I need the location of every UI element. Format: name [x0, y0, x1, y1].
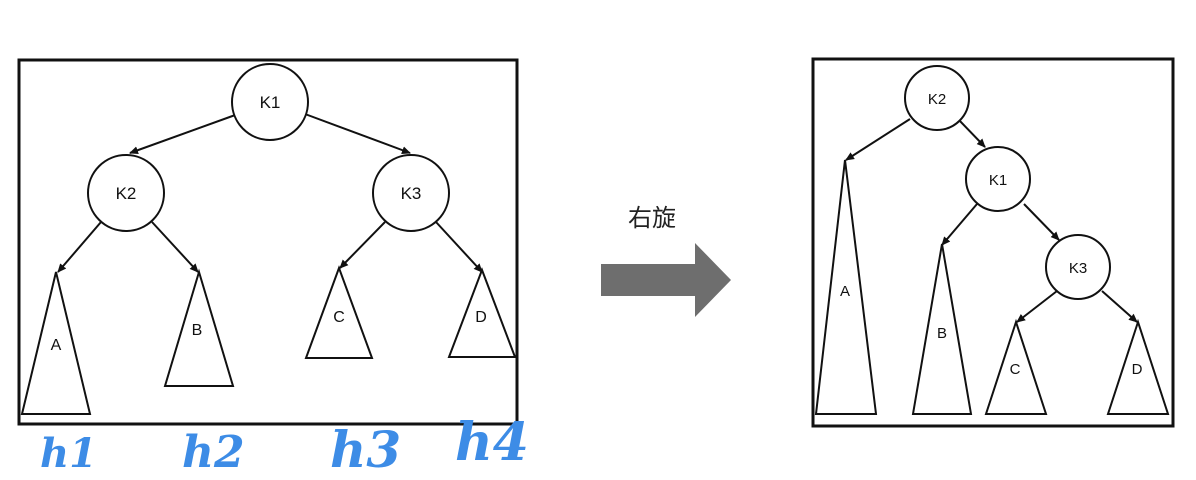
subtree-b-right-label: B [937, 325, 947, 342]
node-k2-label: K2 [116, 184, 137, 203]
right-frame [811, 57, 1175, 428]
node-k3: K3 [372, 154, 450, 232]
edge-k3-c [339, 221, 386, 269]
node-k1-right-label: K1 [989, 172, 1007, 189]
subtree-d-right: D [1106, 318, 1170, 415]
edge-k1-k2 [129, 113, 239, 155]
edge-k1-k3 [304, 113, 411, 154]
subtree-c-label: C [333, 309, 345, 326]
subtree-a-right-label: A [840, 283, 850, 300]
node-k3-right-label: K3 [1069, 260, 1087, 277]
edge-k2-a-right [845, 118, 911, 161]
node-k3-label: K3 [401, 184, 422, 203]
node-k3-right: K3 [1045, 234, 1111, 300]
subtree-d-label: D [475, 309, 487, 326]
node-k2-right: K2 [904, 65, 970, 131]
operation-label: 右旋 [628, 204, 676, 232]
node-k2-right-label: K2 [928, 91, 946, 108]
edge-k3-d-right [1101, 290, 1138, 323]
edge-k3-d [435, 221, 483, 273]
height-mark-h3: h3 [330, 420, 401, 479]
subtree-c-right-label: C [1010, 361, 1021, 378]
subtree-b-right: B [911, 243, 973, 415]
node-k1-right: K1 [965, 146, 1031, 212]
subtree-a: A [20, 271, 92, 415]
left-tree-panel: K1 K2 K3 A B C D h1 h2 h3 h4 [17, 58, 529, 479]
height-mark-h1: h1 [40, 430, 97, 477]
subtree-a-right: A [814, 159, 878, 415]
edge-k2-b [151, 221, 199, 273]
edge-k1-k3-right [1023, 203, 1060, 241]
left-frame [17, 58, 519, 426]
rotation-operation: 右旋 [601, 204, 731, 317]
edge-k2-k1-right [957, 118, 986, 148]
edge-k1-b-right [941, 203, 978, 246]
subtree-c: C [304, 265, 374, 359]
subtree-c-right: C [984, 318, 1048, 415]
subtree-d: D [447, 267, 517, 358]
edge-k2-a [57, 221, 102, 273]
node-k2: K2 [87, 154, 165, 232]
subtree-a-label: A [51, 337, 62, 354]
right-tree-panel: K2 K1 K3 A B C D [811, 57, 1175, 428]
subtree-d-right-label: D [1132, 361, 1143, 378]
node-k1: K1 [231, 63, 309, 141]
height-mark-h4: h4 [455, 412, 529, 473]
node-k1-label: K1 [260, 93, 281, 112]
right-arrow-icon [601, 243, 731, 317]
subtree-b: B [163, 268, 235, 387]
edge-k3-c-right [1016, 290, 1058, 323]
subtree-b-label: B [192, 322, 203, 339]
height-mark-h2: h2 [182, 427, 245, 478]
